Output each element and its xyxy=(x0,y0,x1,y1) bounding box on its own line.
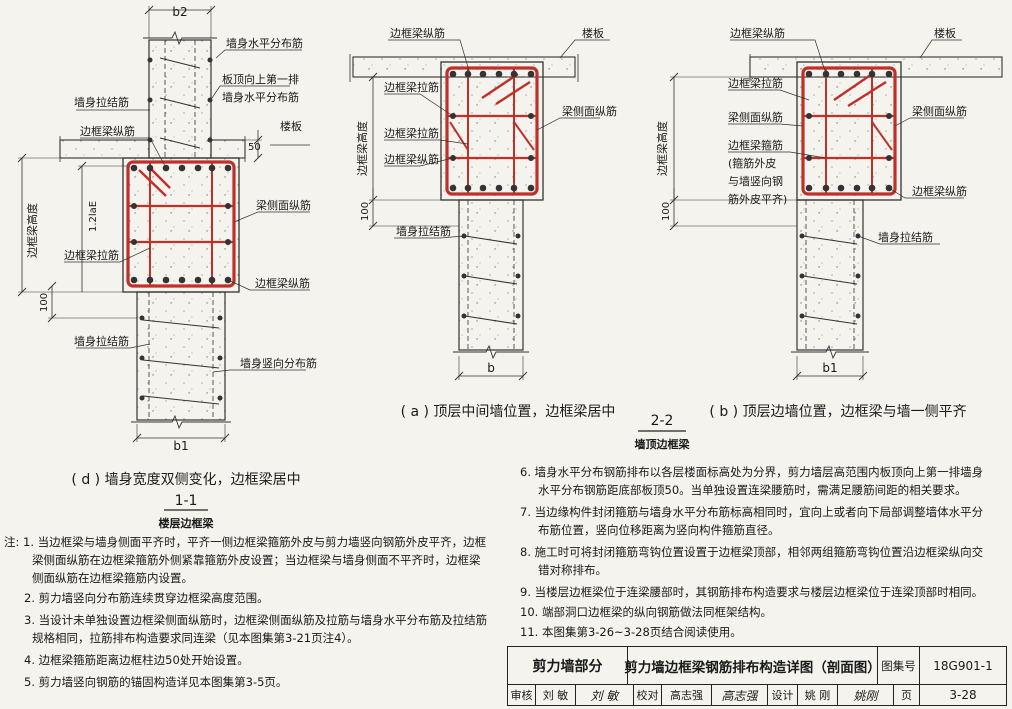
label-beam-height-b: 边框梁高度 xyxy=(655,121,669,176)
tb-page-no: 3-28 xyxy=(949,688,977,702)
label-beam-long-b2: 边框梁纵筋 xyxy=(912,184,967,198)
label-first-row-2: 墙身水平分布筋 xyxy=(222,90,299,104)
caption-d: ( d ) 墙身宽度双侧变化，边框梁居中 xyxy=(71,471,300,488)
wall-b xyxy=(796,199,864,351)
label-wall-tie-b: 墙身拉结筋 xyxy=(878,230,933,244)
label-beam-tie-d: 边框梁拉筋 xyxy=(64,248,119,262)
label-slab-b: 楼板 xyxy=(934,26,956,40)
note-2: 2. 剪力墙竖向分布筋连续贯穿边框梁高度范围。 xyxy=(24,591,269,605)
label-wall-horiz: 墙身水平分布筋 xyxy=(226,36,303,50)
note-8-line-1: 8. 施工时可将封闭箍筋弯钩位置设置于边框梁顶部，相邻两组箍筋弯钩位置沿边框梁纵… xyxy=(520,545,984,559)
note-6-line-1: 6. 墙身水平分布钢筋排布以各层楼面标高处为分界，剪力墙层高范围内板顶向上第一排… xyxy=(520,465,984,479)
slab-left xyxy=(59,139,150,159)
label-beam-long-a2: 边框梁纵筋 xyxy=(384,152,439,166)
section-2-2: 2-2 xyxy=(651,413,674,429)
dim-b1-right: b1 xyxy=(822,361,837,375)
detail-a-top-middle: 边框梁纵筋 楼板 边框梁拉筋 梁侧面纵筋 边框梁拉筋 边框梁纵筋 墙身拉结筋 边… xyxy=(349,26,617,420)
caption-a: ( a ) 顶层中间墙位置，边框梁居中 xyxy=(401,404,616,420)
label-beam-tie-b: 边框梁拉筋 xyxy=(728,76,783,90)
tb-design-name: 姚 刚 xyxy=(798,685,838,705)
label-stirrup-note-1: (箍筋外皮 xyxy=(728,156,776,170)
label-wall-vert: 墙身竖向分布筋 xyxy=(240,356,317,370)
tb-check-name: 高志强 xyxy=(662,685,712,705)
beam-stirrup xyxy=(126,160,236,288)
note-1-line-1: 注: 1. 当边框梁与墙身侧面平齐时，平齐一侧边框梁箍筋外皮与剪力墙竖向钢筋外皮… xyxy=(4,535,487,549)
label-wall-tie-a: 墙身拉结筋 xyxy=(396,224,451,238)
label-beam-long-upper: 边框梁纵筋 xyxy=(80,124,135,138)
beam-stirrup-b xyxy=(801,66,897,196)
label-first-row-1: 板顶向上第一排 xyxy=(222,72,299,86)
label-beam-height-a: 边框梁高度 xyxy=(355,121,369,176)
beam-b xyxy=(796,61,902,201)
tb-page-label: 页 xyxy=(894,685,920,705)
detail-d-floor-beam: b2 b1 墙身水平分布筋 板顶向上第一排 墙身水平分布筋 墙身拉结筋 边框梁纵… xyxy=(17,5,317,530)
note-7-line-2: 布筋位置，竖向位移距离为竖向构件箍筋直径。 xyxy=(538,523,780,537)
note-5: 5. 剪力墙竖向钢筋的锚固构造详见本图集第3-5页。 xyxy=(24,675,288,689)
section-1-1-sub: 楼层边框梁 xyxy=(159,516,215,530)
note-3-line-1: 3. 当设计未单独设置边框梁侧面纵筋时，边框梁侧面纵筋及拉筋与墙身水平分布筋及拉… xyxy=(24,613,488,627)
label-wall-tie-lower: 墙身拉结筋 xyxy=(74,334,129,348)
section-2-2-sub: 墙顶边框梁 xyxy=(635,437,691,451)
tb-design-label: 设计 xyxy=(768,685,798,705)
dim-100-b: 100 xyxy=(661,202,672,221)
tb-check-label: 校对 xyxy=(634,685,662,705)
note-1-line-2: 梁侧面纵筋在边框梁箍筋外侧紧靠箍筋外皮设置；当边框梁与墙身侧面不平齐时，边框梁 xyxy=(32,553,481,567)
tb-atlas-no: 18G901-1 xyxy=(920,647,1006,685)
note-9: 9. 当楼层边框梁位于连梁腰部时，其钢筋排布构造要求与楼层边框梁位于连梁顶部时相… xyxy=(520,585,984,599)
label-stirrup-note-3: 筋外皮平齐) xyxy=(728,192,787,206)
wall-a xyxy=(458,199,524,351)
upper-wall xyxy=(148,39,212,159)
tb-review-signature: 刘 敏 xyxy=(576,685,634,705)
label-beam-long-lower: 边框梁纵筋 xyxy=(255,276,310,290)
label-beam-side-d: 梁侧面纵筋 xyxy=(256,198,311,212)
beam-stirrup-a xyxy=(445,66,539,196)
section-1-1: 1-1 xyxy=(175,493,198,509)
lower-wall xyxy=(136,291,226,421)
label-beam-side-a: 梁侧面纵筋 xyxy=(562,104,617,118)
label-stirrup-b: 边框梁箍筋 xyxy=(728,138,783,152)
label-beam-tie-a2: 边框梁拉筋 xyxy=(384,126,439,140)
note-11: 11. 本图集第3-26~3-28页结合阅读使用。 xyxy=(520,625,742,639)
label-stirrup-note-2: 与墙竖向钢 xyxy=(728,174,783,188)
label-beam-tie-a: 边框梁拉筋 xyxy=(384,80,439,94)
label-beam-long-b: 边框梁纵筋 xyxy=(730,26,785,40)
tb-design-signature: 姚刚 xyxy=(838,685,894,705)
detail-b-top-edge: 边框梁纵筋 楼板 边框梁拉筋 梁侧面纵筋 梁侧面纵筋 边框梁箍筋 (箍筋外皮 与… xyxy=(655,26,1003,420)
tb-check-signature: 高志强 xyxy=(712,685,768,705)
dim-100-a: 100 xyxy=(360,202,371,221)
dim-b2: b2 xyxy=(172,5,187,19)
slab-right xyxy=(210,139,246,159)
dim-50: 50 xyxy=(248,142,261,153)
note-4: 4. 边框梁箍筋距离边框柱边50处开始设置。 xyxy=(24,653,249,667)
edge-frame-beam xyxy=(122,157,240,293)
note-6-line-2: 水平分布钢筋距底部板顶50。当单独设置连梁腰筋时，需满足腰筋间距的相关要求。 xyxy=(538,483,967,497)
title-block: 剪力墙部分 剪力墙边框梁钢筋排布构造详图（剖面图） 图集号 18G901-1 审… xyxy=(507,646,1007,706)
label-wall-tie-upper: 墙身拉结筋 xyxy=(74,95,129,109)
tb-review-name: 刘 敏 xyxy=(536,685,576,705)
note-3-line-2: 规格相同，拉筋排布构造要求同连梁（见本图集第3-21页注4）。 xyxy=(32,631,359,645)
label-slab-a: 楼板 xyxy=(582,26,604,40)
label-beam-height-d: 边框梁高度 xyxy=(25,203,39,258)
note-10: 10. 端部洞口边框梁的纵向钢筋做法同框架结构。 xyxy=(520,605,772,619)
dim-la: 1.2laE xyxy=(88,201,99,232)
tb-review-label: 审核 xyxy=(508,685,536,705)
tb-atlas-label: 图集号 xyxy=(878,647,920,685)
label-beam-side-b2: 梁侧面纵筋 xyxy=(912,104,967,118)
label-beam-side-b1: 梁侧面纵筋 xyxy=(728,110,783,124)
dim-100-d: 100 xyxy=(39,293,50,312)
tb-section: 剪力墙部分 xyxy=(508,647,628,685)
note-8-line-2: 错对称排布。 xyxy=(538,563,607,577)
label-beam-long-a: 边框梁纵筋 xyxy=(390,26,445,40)
dim-b1-left: b1 xyxy=(173,439,188,453)
tb-title: 剪力墙边框梁钢筋排布构造详图（剖面图） xyxy=(624,647,881,685)
label-slab-d: 楼板 xyxy=(280,119,302,133)
dim-b: b xyxy=(487,361,495,375)
note-1-line-3: 侧面纵筋在边框梁箍筋内设置。 xyxy=(32,571,193,585)
note-7-line-1: 7. 当边缘构件封闭箍筋与墙身水平分布筋标高相同时，宜向上或者向下局部调整墙体水… xyxy=(520,505,984,519)
caption-b: ( b ) 顶层边墙位置，边框梁与墙一侧平齐 xyxy=(709,404,966,420)
